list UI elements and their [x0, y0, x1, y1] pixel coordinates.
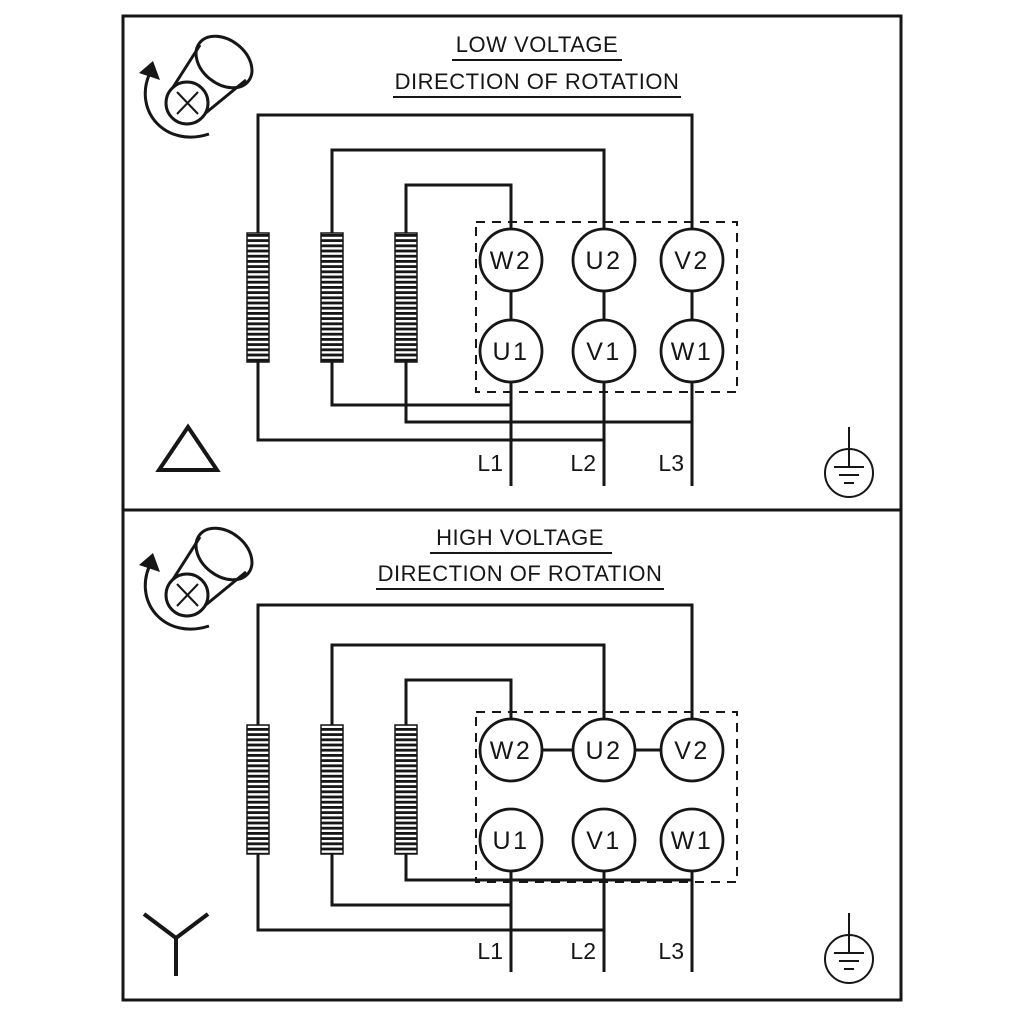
supply-label-l2: L2: [570, 450, 596, 476]
terminal-label: V2: [674, 247, 710, 275]
terminal-w1: W1: [659, 807, 725, 873]
panel-low-voltage: LOW VOLTAGE DIRECTION OF ROTATION W2 U2 …: [137, 24, 874, 498]
terminal-v1: V1: [571, 318, 637, 384]
earth-ground-icon: [824, 426, 874, 498]
winding-coil-3: [394, 724, 418, 855]
wiring-path: [256, 603, 694, 972]
terminal-label: W2: [490, 737, 533, 765]
terminal-w2: W2: [478, 717, 544, 783]
terminal-box: [475, 711, 738, 883]
panel-subtitle: DIRECTION OF ROTATION: [378, 561, 663, 586]
panel-title: LOW VOLTAGE: [456, 32, 618, 57]
winding-coil-1: [246, 232, 270, 363]
winding-coil-1: [246, 724, 270, 855]
earth-ground-icon: [824, 912, 874, 984]
terminal-u1: U1: [478, 807, 544, 873]
rotation-direction-icon: [137, 24, 264, 139]
terminal-label: U1: [493, 338, 530, 366]
terminal-label: V1: [586, 338, 622, 366]
terminal-box: [475, 221, 738, 393]
supply-label-l3: L3: [658, 938, 684, 964]
terminal-label: W1: [671, 827, 714, 855]
drawing-border: [121, 14, 903, 1002]
winding-coil-2: [320, 724, 344, 855]
terminal-u1: U1: [478, 318, 544, 384]
supply-label-l1: L1: [477, 450, 503, 476]
supply-label-l1: L1: [477, 938, 503, 964]
terminal-w1: W1: [659, 318, 725, 384]
delta-connection-icon: [155, 423, 221, 472]
terminal-w2: W2: [478, 227, 544, 293]
terminal-u2: U2: [571, 227, 637, 293]
terminal-label: V2: [674, 737, 710, 765]
terminal-label: W1: [671, 338, 714, 366]
winding-coil-2: [320, 232, 344, 363]
panel-title: HIGH VOLTAGE: [436, 525, 604, 550]
terminal-v2: V2: [659, 717, 725, 783]
winding-coil-3: [394, 232, 418, 363]
terminal-label: W2: [490, 247, 533, 275]
rotation-direction-icon: [137, 516, 264, 631]
panel-subtitle: DIRECTION OF ROTATION: [395, 69, 680, 94]
terminal-label: U2: [586, 737, 623, 765]
wiring-path: [256, 113, 694, 486]
supply-label-l2: L2: [570, 938, 596, 964]
star-connection-icon: [142, 912, 210, 976]
terminal-v1: V1: [571, 807, 637, 873]
terminal-label: U2: [586, 247, 623, 275]
terminal-label: U1: [493, 827, 530, 855]
terminal-v2: V2: [659, 227, 725, 293]
supply-label-l3: L3: [658, 450, 684, 476]
terminal-u2: U2: [571, 717, 637, 783]
terminal-label: V1: [586, 827, 622, 855]
panel-high-voltage: HIGH VOLTAGE DIRECTION OF ROTATION W2 U2…: [137, 516, 874, 984]
